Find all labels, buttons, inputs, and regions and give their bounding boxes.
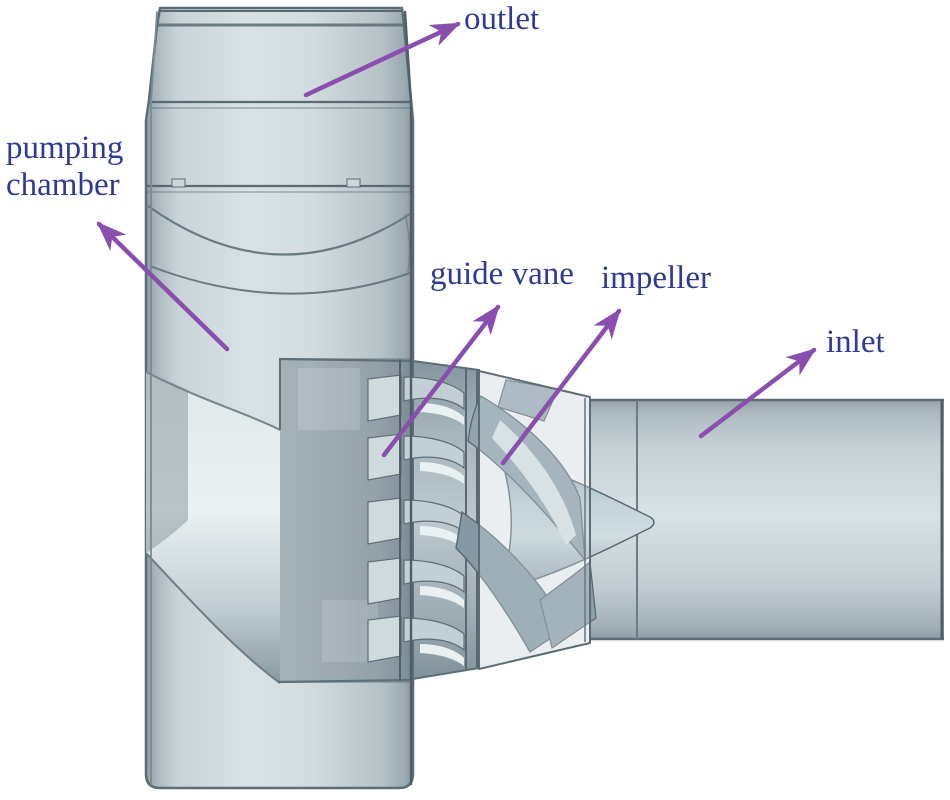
casing-seam-lines bbox=[146, 10, 413, 193]
guide-vane-label: guide vane bbox=[430, 256, 574, 292]
outlet-arrow bbox=[303, 21, 461, 98]
guide-vane-arrow bbox=[381, 304, 501, 458]
pumping-chamber-arrow bbox=[96, 221, 230, 352]
flow-passage-left-wall bbox=[146, 372, 188, 553]
casing-edge-lines bbox=[150, 10, 413, 786]
pumping-chamber-label: pumping chamber bbox=[6, 130, 124, 203]
annotation-arrows bbox=[96, 21, 817, 466]
housing-reflection bbox=[298, 368, 360, 430]
pumping-chamber-dome-arcs bbox=[147, 205, 414, 295]
inlet-label: inlet bbox=[826, 324, 885, 360]
outlet-label: outlet bbox=[464, 1, 540, 37]
housing-overlap-edges bbox=[277, 357, 414, 684]
flow-passage-bell bbox=[146, 372, 280, 683]
inlet-arrow bbox=[698, 347, 817, 439]
bell-bottom-curve bbox=[145, 552, 281, 684]
seam-notches bbox=[171, 178, 361, 188]
bell-top-curve bbox=[145, 371, 281, 431]
impeller-arrow bbox=[500, 308, 622, 466]
impeller-blade bbox=[539, 560, 597, 649]
impeller-blade bbox=[455, 510, 567, 653]
impeller-housing bbox=[478, 370, 591, 670]
impeller-label: impeller bbox=[601, 260, 711, 296]
